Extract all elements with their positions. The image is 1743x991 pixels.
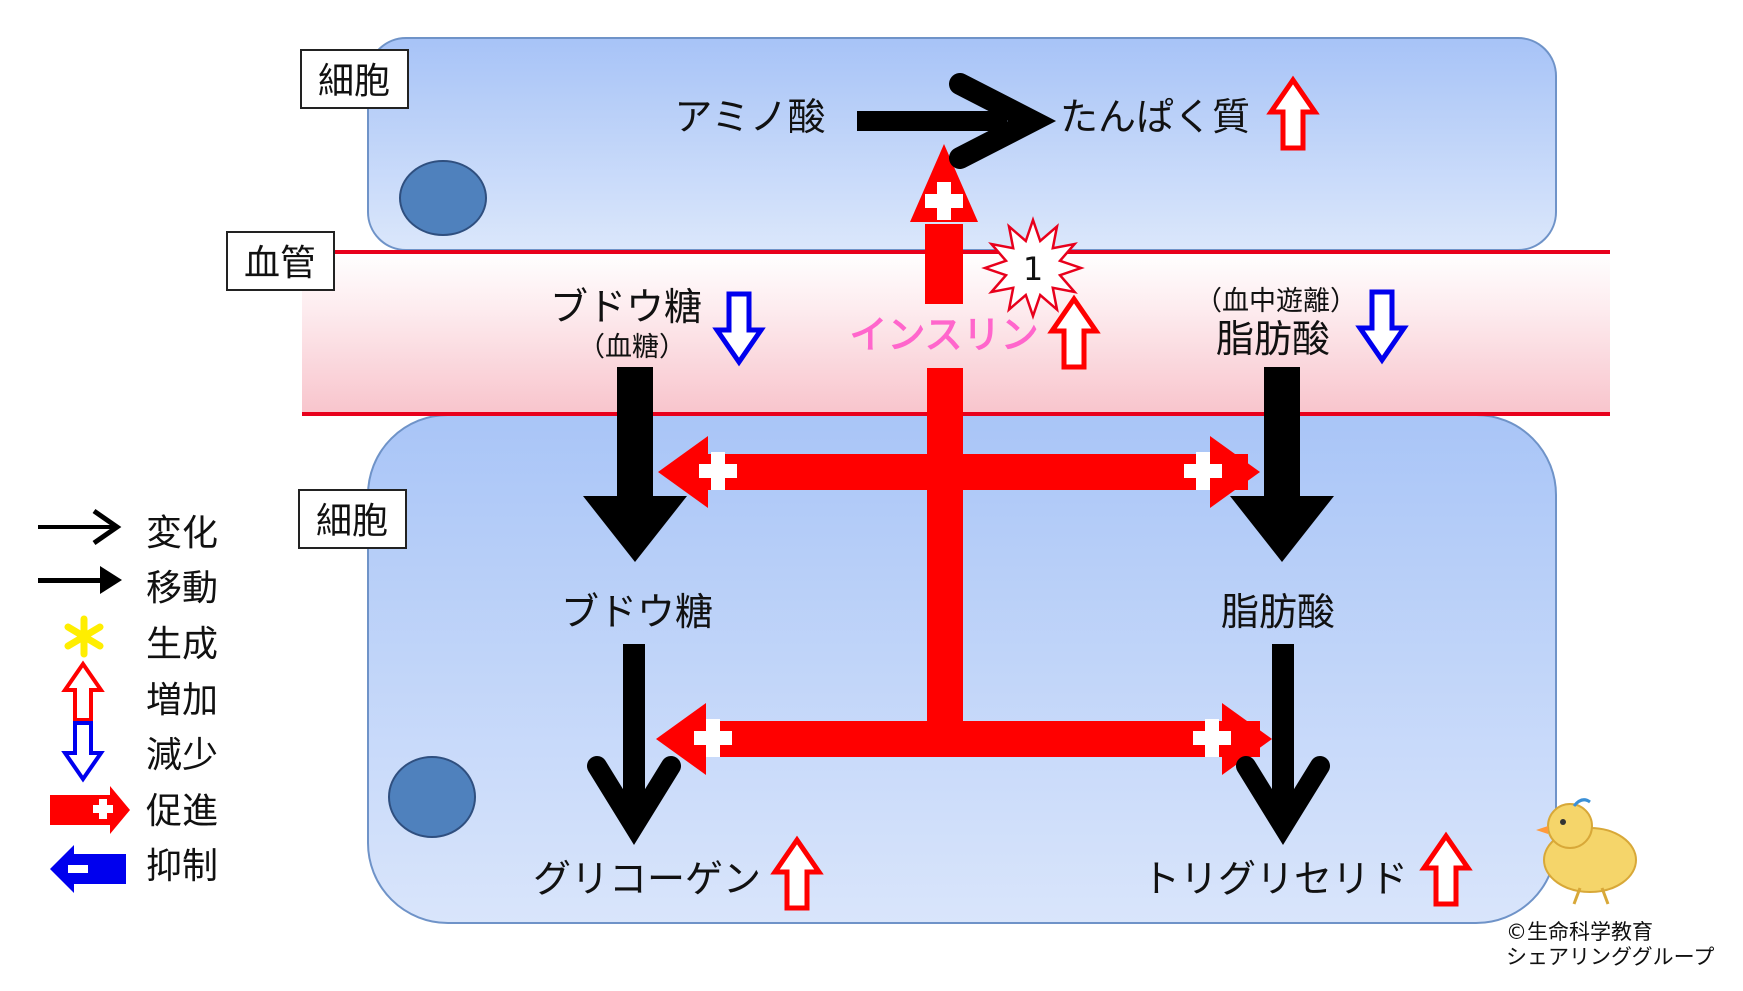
legend-label: 増加: [146, 680, 218, 721]
black-flow-arrows: [583, 73, 1334, 846]
ffa-label: 脂肪酸: [1216, 317, 1330, 361]
fa-to-triglyceride-arrow: [1236, 644, 1330, 846]
legend-label: 促進: [146, 791, 218, 832]
glycogen-label: グリコーゲン: [533, 857, 761, 901]
up-arrow-outline-icon: [61, 660, 105, 722]
legend-label: 移動: [146, 568, 218, 609]
copyright-line-2: シェアリンググループ: [1506, 945, 1715, 969]
amino-to-protein-arrow: [857, 73, 1057, 169]
cell-glucose-label: ブドウ糖: [561, 590, 713, 634]
asterisk-icon: [64, 615, 104, 658]
move-arrow-icon: [38, 566, 122, 594]
ffa-sublabel: （血中遊離）: [1195, 286, 1357, 317]
chick-mascot-icon: [1536, 798, 1637, 905]
plus-icon: [1184, 452, 1222, 490]
glucose-to-glycogen-arrow: [587, 644, 681, 846]
badge-number: 1: [1023, 250, 1043, 288]
plus-icon: [925, 182, 963, 220]
cell-top-label: 細胞: [318, 61, 390, 102]
insulin-label: インスリン: [849, 313, 1038, 357]
starburst-badge: 1: [981, 216, 1085, 320]
up-arrow-outline-icon: [770, 835, 824, 911]
protein-label: たんぱく質: [1060, 95, 1250, 139]
ffa-transport-arrow: [1230, 367, 1334, 562]
nucleus-bottom: [388, 756, 476, 838]
label-box-blood-vessel: 血管: [226, 231, 335, 291]
promote-arrow-icon: [50, 786, 130, 834]
cell-bottom-label: 細胞: [316, 501, 388, 542]
plus-signs: [694, 182, 1231, 757]
label-box-cell-top: 細胞: [300, 49, 409, 109]
triglyceride-label: トリグリセリド: [1142, 857, 1408, 901]
copyright-notice: ©生命科学教育 シェアリンググループ: [1506, 920, 1714, 970]
up-arrow-outline-icon: [1419, 831, 1473, 907]
blood-vessel-label: 血管: [244, 243, 316, 284]
down-arrow-outline-icon: [1355, 289, 1409, 365]
amino-acid-label: アミノ酸: [674, 95, 825, 139]
blood-glucose-sublabel: （血糖）: [578, 332, 686, 363]
legend-label: 変化: [146, 513, 218, 554]
change-arrow-icon: [38, 508, 122, 546]
nucleus-top: [399, 160, 487, 236]
up-arrow-outline-icon: [1047, 294, 1101, 370]
down-arrow-outline-icon: [712, 291, 766, 367]
down-arrow-outline-icon: [61, 721, 105, 783]
cell-fatty-acid-label: 脂肪酸: [1221, 590, 1335, 634]
inhibit-arrow-icon: [50, 845, 126, 893]
legend: 変化 移動 生成 増加 減少 促進 抑制: [38, 508, 218, 893]
copyright-line-1: ©生命科学教育: [1506, 920, 1653, 944]
legend-label: 抑制: [146, 846, 218, 887]
legend-label: 減少: [146, 735, 218, 776]
glucose-transport-arrow: [583, 367, 687, 562]
legend-label: 生成: [146, 624, 218, 665]
blood-glucose-label: ブドウ糖: [550, 285, 702, 329]
up-arrow-outline-icon: [1266, 75, 1320, 151]
plus-icon: [1193, 719, 1231, 757]
plus-icon: [699, 452, 737, 490]
label-box-cell-bottom: 細胞: [298, 489, 407, 549]
plus-icon: [694, 719, 732, 757]
